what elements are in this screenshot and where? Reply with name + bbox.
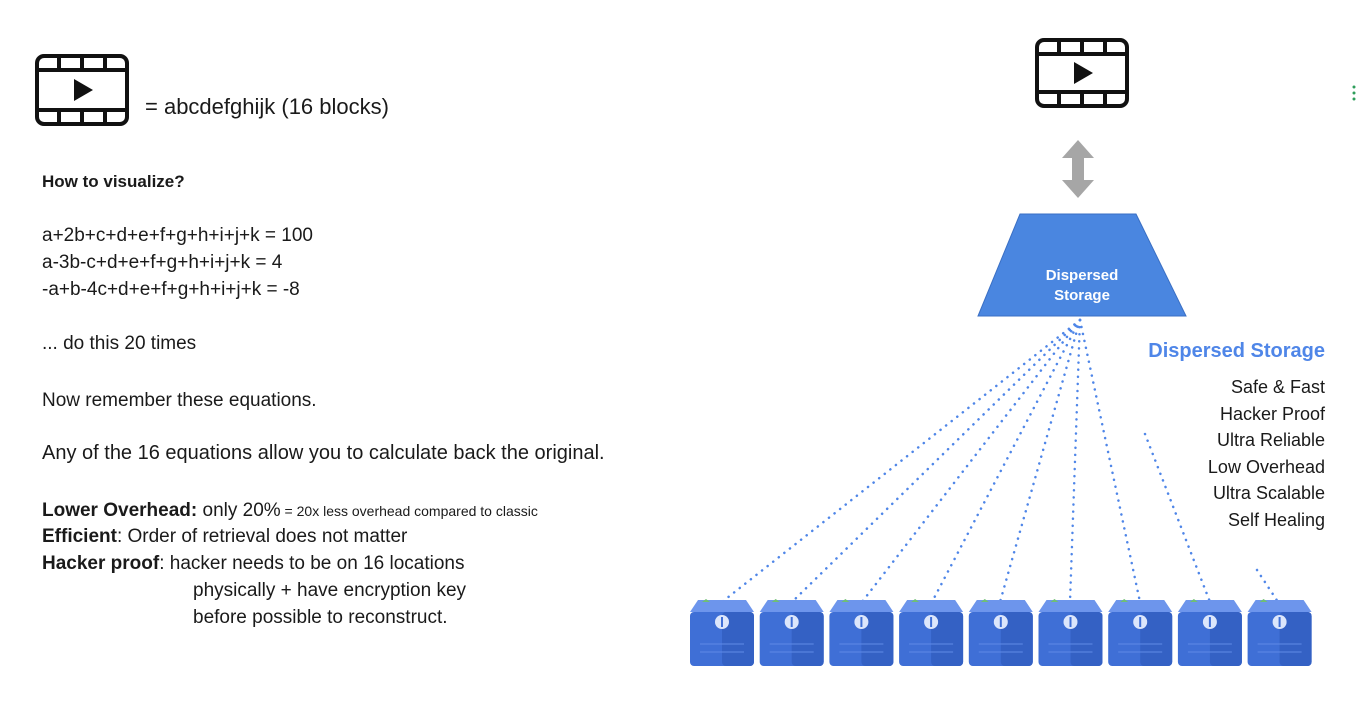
hacker-label: Hacker proof: [42, 553, 160, 574]
video-film-icon-top: [1035, 38, 1129, 108]
storage-box-line2: Storage: [1054, 287, 1110, 304]
hacker-value: : hacker needs to be on 16 locations: [159, 553, 465, 574]
hacker-line-2: physically + have encryption key: [193, 580, 467, 601]
any-note: Any of the 16 equations allow you to cal…: [42, 442, 605, 464]
equations-block: a+2b+c+d+e+f+g+h+i+j+k = 100 a-3b-c+d+e+…: [42, 222, 313, 303]
overhead-detail: = 20x less overhead compared to classic: [280, 503, 538, 519]
storage-node-icon: [759, 599, 824, 666]
question-heading: How to visualize?: [42, 172, 185, 191]
benefit-hacker-proof: Hacker Proof: [1219, 403, 1325, 424]
benefit-self-healing: Self Healing: [1227, 509, 1325, 530]
overhead-line: Lower Overhead: only 20% = 20x less over…: [42, 499, 538, 523]
benefits-list: Safe & Fast Hacker Proof Ultra Reliable …: [1208, 374, 1325, 533]
dispersed-storage-title: Dispersed Storage: [1148, 340, 1325, 362]
overhead-label: Lower Overhead:: [42, 500, 198, 521]
benefit-ultra-reliable: Ultra Reliable: [1216, 430, 1325, 450]
efficient-label: Efficient: [42, 526, 117, 547]
equation-2: a-3b-c+d+e+f+g+h+i+j+k = 4: [42, 252, 283, 273]
video-equals-text: = abcdefghijk (16 blocks): [145, 94, 389, 119]
storage-node-icon: [1247, 599, 1312, 666]
storage-node-icon: [1177, 599, 1242, 666]
equation-1: a+2b+c+d+e+f+g+h+i+j+k = 100: [42, 225, 314, 246]
video-film-icon: [35, 54, 129, 126]
equation-3: -a+b-4c+d+e+f+g+h+i+j+k = -8: [42, 279, 300, 300]
storage-node-icon: [1108, 599, 1173, 666]
dispersed-storage-box: Dispersed Storage: [977, 213, 1187, 317]
overhead-value: only 20%: [197, 500, 281, 521]
storage-node-icon: [690, 599, 754, 666]
efficient-value: : Order of retrieval does not matter: [116, 526, 408, 547]
storage-node-icon: [829, 599, 894, 666]
efficient-line: Efficient: Order of retrieval does not m…: [42, 525, 407, 549]
benefit-low-overhead: Low Overhead: [1207, 456, 1325, 477]
repeat-note: ... do this 20 times: [42, 333, 197, 354]
storage-node-icon: [1038, 599, 1103, 666]
benefit-safe-fast: Safe & Fast: [1230, 377, 1325, 397]
remember-note: Now remember these equations.: [42, 390, 317, 411]
storage-nodes: [690, 599, 1312, 666]
hacker-line: Hacker proof: hacker needs to be on 16 l…: [42, 552, 464, 576]
storage-node-icon: [899, 599, 964, 666]
dotted-links: [720, 318, 1280, 604]
storage-box-line1: Dispersed: [1046, 267, 1119, 284]
hacker-line-3: before possible to reconstruct.: [193, 607, 448, 628]
storage-node-icon: [968, 599, 1033, 666]
benefit-ultra-scalable: Ultra Scalable: [1212, 483, 1325, 503]
side-dots-icon: [1352, 85, 1356, 101]
double-arrow-icon: [1062, 140, 1094, 198]
